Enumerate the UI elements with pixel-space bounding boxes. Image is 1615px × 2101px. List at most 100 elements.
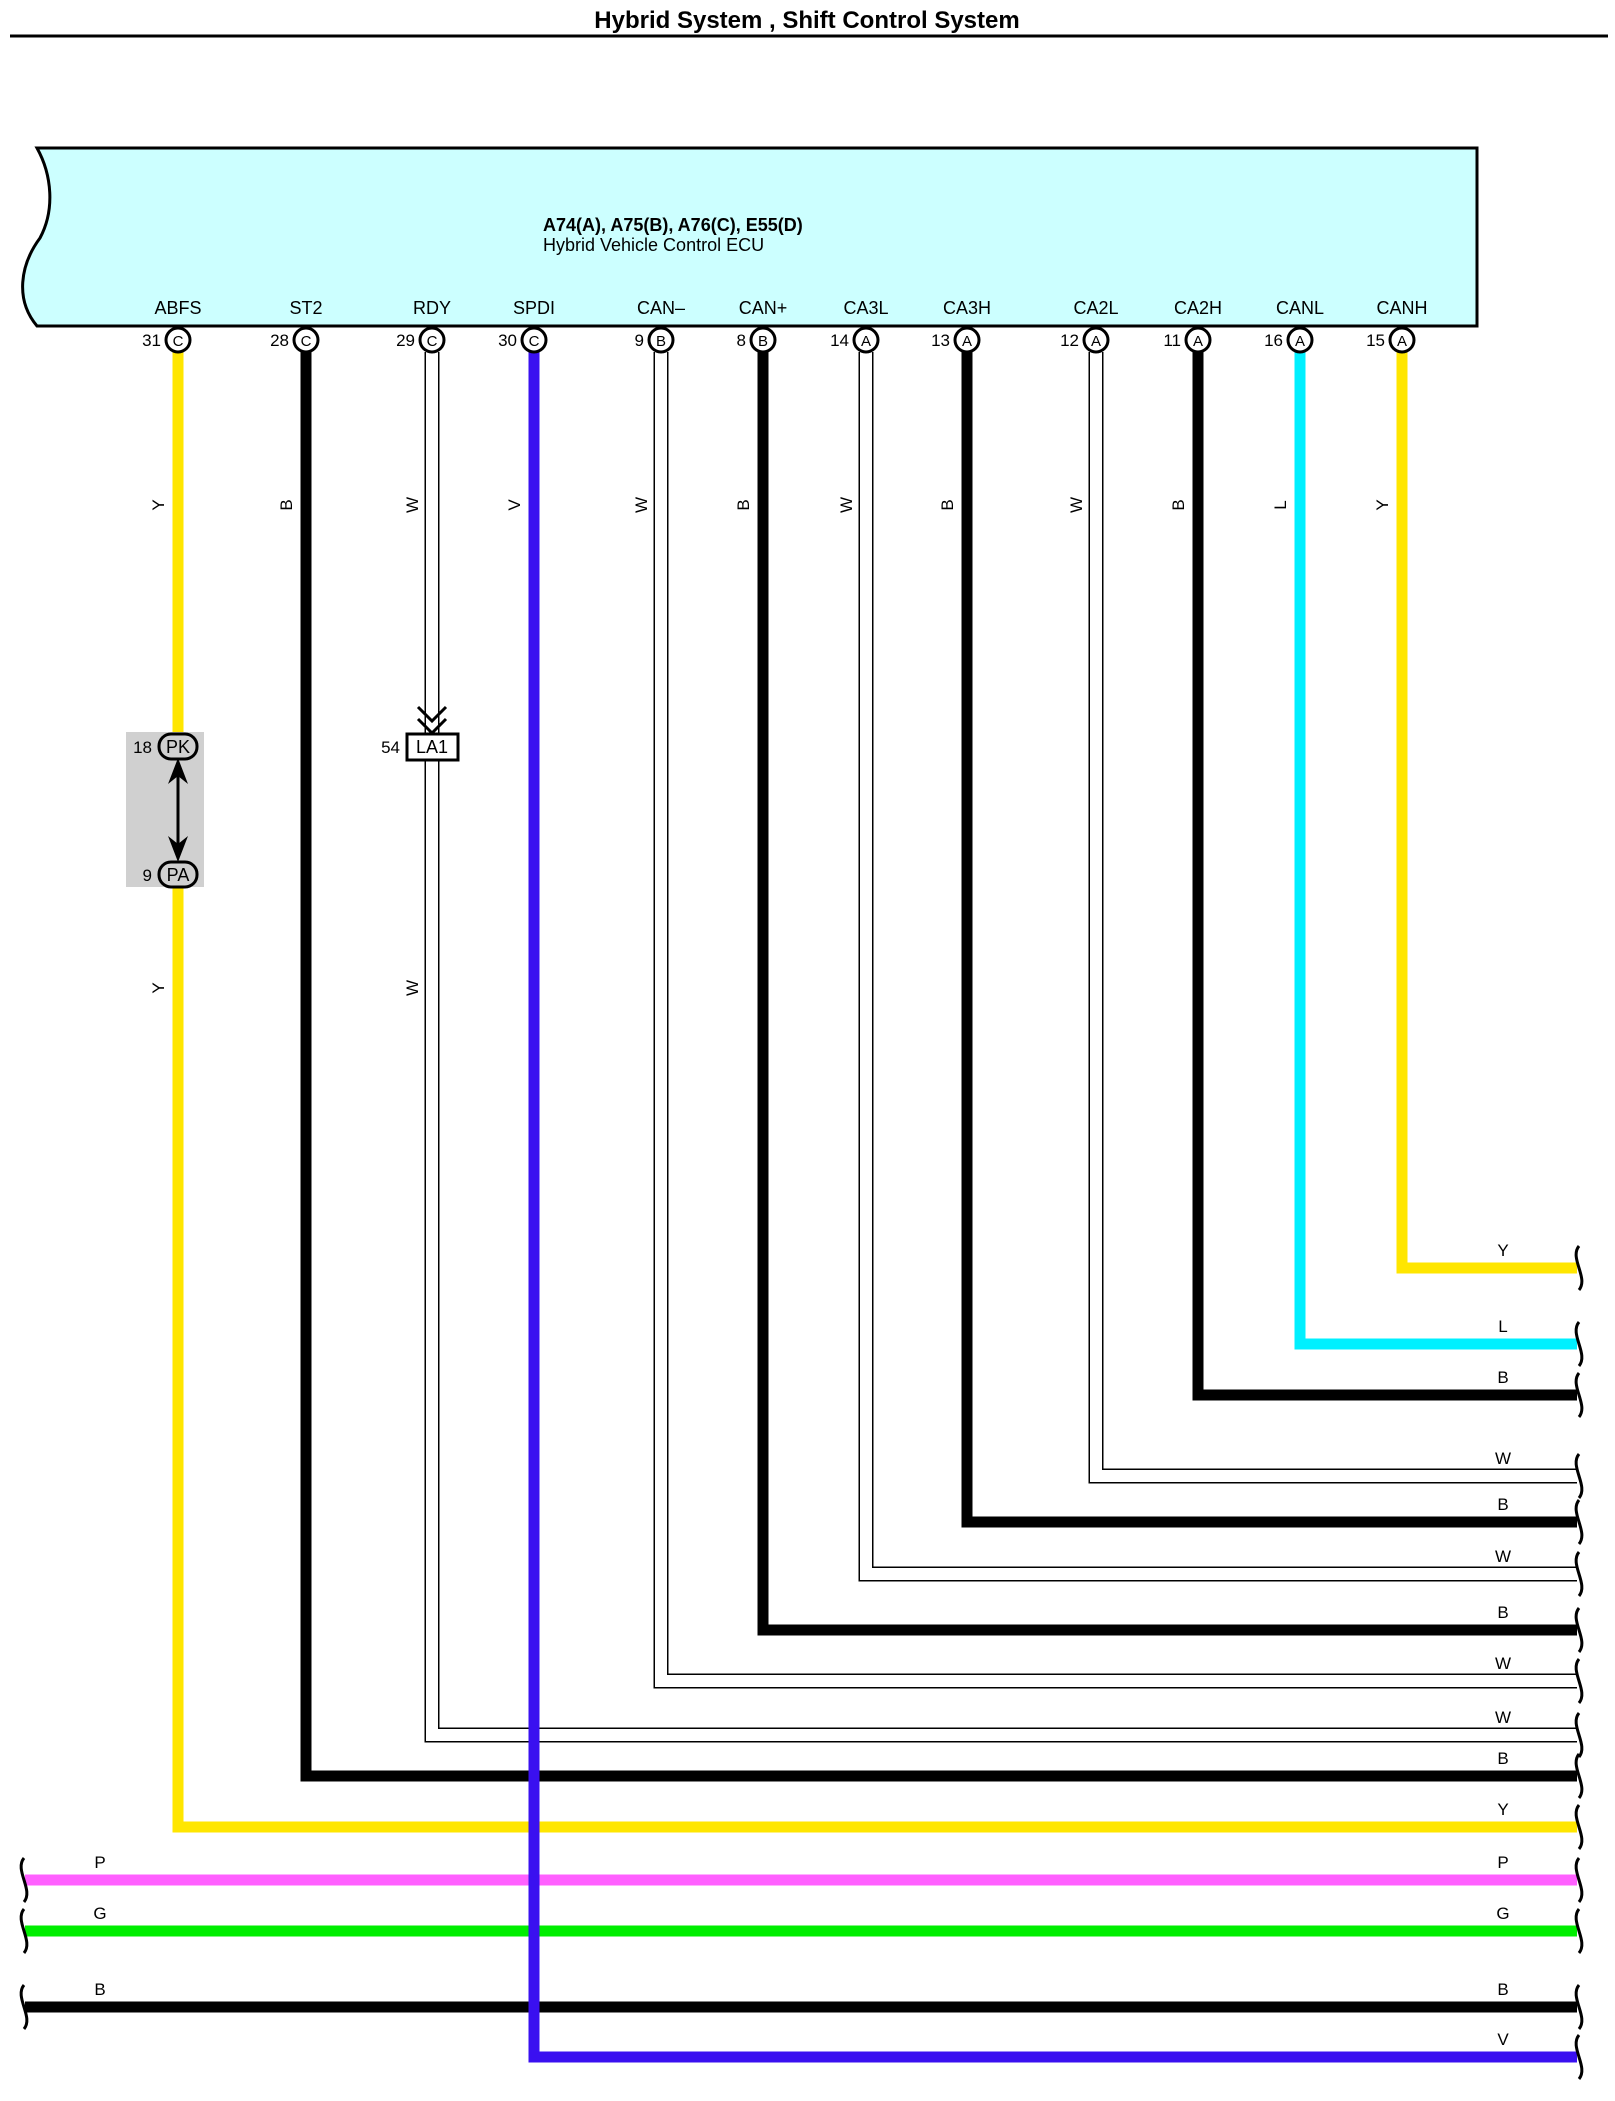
wire-color-label: B bbox=[277, 499, 296, 510]
wire-color-label: Y bbox=[149, 499, 168, 510]
ecu-pin-connector-letter: A bbox=[861, 333, 871, 350]
junction-pa-code: PA bbox=[167, 865, 190, 885]
ecu-pin-connector-letter: C bbox=[427, 333, 438, 350]
ecu-pin-name: ABFS bbox=[154, 298, 201, 318]
ecu-pin-connector-letter: B bbox=[656, 333, 666, 350]
through-wire-label-left: B bbox=[94, 1980, 105, 1999]
wire-color-label: B bbox=[1169, 499, 1188, 510]
ecu-pin-connector-letter: A bbox=[1295, 333, 1305, 350]
wire-can bbox=[653, 352, 1577, 1689]
wire-spdi bbox=[528, 352, 1577, 2063]
wire-break-right-icon bbox=[1574, 1804, 1584, 1850]
wire-color-label: W bbox=[403, 497, 422, 513]
ecu-pin-connector-letter: B bbox=[758, 333, 768, 350]
junction-lower-wire-label: Y bbox=[149, 982, 168, 993]
wire-break-right-icon bbox=[1574, 1551, 1584, 1597]
wire-color-label: B bbox=[938, 499, 957, 510]
wire-break-right-icon bbox=[1574, 2034, 1584, 2080]
junction-pa-number: 9 bbox=[143, 866, 152, 885]
wire-color-label: L bbox=[1271, 500, 1290, 509]
ecu-pin-connector-letter: A bbox=[962, 333, 972, 350]
ecu-pin-connector-icon bbox=[852, 326, 880, 354]
wire-color-label: W bbox=[1067, 497, 1086, 513]
wire-color-label: W bbox=[632, 497, 651, 513]
ecu-pin-connector-icon bbox=[1388, 326, 1416, 354]
inline-connector-chevron-top-icon bbox=[416, 705, 448, 724]
ecu-pin-number: 14 bbox=[830, 331, 849, 350]
wire-end-label: V bbox=[1497, 2030, 1509, 2049]
ecu-pin: CAN+B8 bbox=[737, 298, 788, 354]
ecu-pin-name: CA3L bbox=[843, 298, 888, 318]
ecu-pin-number: 13 bbox=[931, 331, 950, 350]
wire-break-right-icon bbox=[1574, 1245, 1584, 1291]
ecu-pin-connector-letter: A bbox=[1193, 333, 1203, 350]
ecu-pin-connector-icon bbox=[418, 326, 446, 354]
ecu-pin-connector-letter: C bbox=[301, 333, 312, 350]
wire-end-label: B bbox=[1497, 1368, 1508, 1387]
wire-end-label: W bbox=[1495, 1654, 1511, 1673]
ecu-pin-connector-icon bbox=[953, 326, 981, 354]
wire-abfs bbox=[172, 352, 1577, 1833]
wire-break-right-icon bbox=[1574, 1453, 1584, 1499]
ecu-box bbox=[21, 146, 1479, 328]
wire-break-right-icon bbox=[1574, 1321, 1584, 1367]
wire-break-right-icon bbox=[1574, 1499, 1584, 1545]
wire-break-right-icon bbox=[1574, 1984, 1584, 2030]
ecu-pin-connector-letter: A bbox=[1397, 333, 1407, 350]
ecu-pin-connector-icon bbox=[749, 326, 777, 354]
ecu-pin-name: CAN+ bbox=[739, 298, 788, 318]
ecu-pin-name: CANL bbox=[1276, 298, 1324, 318]
pins-layer: ABFSC31ST2C28RDYC29SPDIC30CAN–B9CAN+B8CA… bbox=[142, 298, 1428, 354]
ecu-pin: CA3L A 14 bbox=[830, 298, 889, 354]
wire-break-right-icon bbox=[1574, 1753, 1584, 1799]
wire-end-label: B bbox=[1497, 1495, 1508, 1514]
ecu-pin-name: CA2H bbox=[1174, 298, 1222, 318]
wire-break-right-icon bbox=[1574, 1607, 1584, 1653]
through-wire-label-left: P bbox=[94, 1853, 105, 1872]
ecu-pin-connector-icon bbox=[1082, 326, 1110, 354]
wire-end-label: W bbox=[1495, 1547, 1511, 1566]
ecu-pin-name: CA3H bbox=[943, 298, 991, 318]
ecu-pin-name: RDY bbox=[413, 298, 451, 318]
wire-color-label: Y bbox=[1373, 499, 1392, 510]
junction-arrow-down-icon bbox=[168, 836, 188, 862]
ecu-pin-name: SPDI bbox=[513, 298, 555, 318]
ecu-pin-number: 30 bbox=[498, 331, 517, 350]
ecu-pin-name: CANH bbox=[1376, 298, 1427, 318]
junction-pk-number: 18 bbox=[133, 738, 152, 757]
wire-ca2h bbox=[1192, 352, 1577, 1401]
wire-break-right-icon bbox=[1574, 1372, 1584, 1418]
wire-color-label: B bbox=[734, 499, 753, 510]
wire-rdy bbox=[424, 352, 1577, 1743]
page-title: Hybrid System , Shift Control System bbox=[594, 7, 1019, 34]
ecu-pin-number: 12 bbox=[1060, 331, 1079, 350]
wire-end-label: B bbox=[1497, 1749, 1508, 1768]
ecu-pin-connector-icon bbox=[647, 326, 675, 354]
wire-break-left-icon bbox=[19, 1908, 29, 1954]
wire-canh bbox=[1396, 352, 1577, 1274]
wire-end-label: Y bbox=[1497, 1241, 1508, 1260]
ecu-pin-number: 11 bbox=[1163, 331, 1181, 350]
wire-break-right-icon bbox=[1574, 1908, 1584, 1954]
ecu-name: Hybrid Vehicle Control ECU bbox=[543, 235, 764, 255]
inline-connector-box bbox=[405, 732, 460, 762]
wire-end-label: B bbox=[1497, 1603, 1508, 1622]
ecu-pin-connector-letter: A bbox=[1091, 333, 1101, 350]
wire-color-label-lower: W bbox=[403, 980, 422, 996]
junction-connector: PK 18 PA 9 Y bbox=[126, 732, 204, 994]
ecu-pin-connector-icon bbox=[1286, 326, 1314, 354]
wire-break-left-icon bbox=[19, 1857, 29, 1903]
inline-connector: LA1 54 bbox=[381, 705, 460, 762]
wire-end-label: Y bbox=[1497, 1800, 1508, 1819]
through-wire-label-right: P bbox=[1497, 1853, 1508, 1872]
wire-end-label: L bbox=[1498, 1317, 1507, 1336]
ecu-pin: CA3H A 13 bbox=[931, 298, 991, 354]
ecu-pin-number: 9 bbox=[635, 331, 644, 350]
